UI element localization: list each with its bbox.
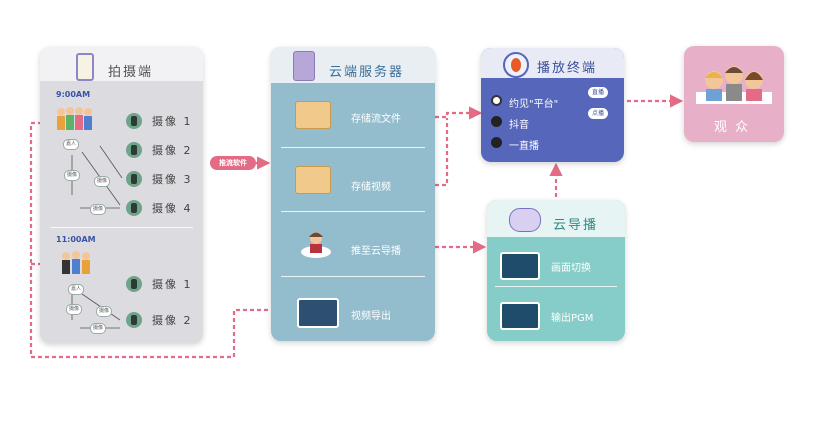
cloud-headset-icon bbox=[509, 208, 541, 232]
camera-icon bbox=[126, 200, 142, 216]
director-title: 云导播 bbox=[553, 218, 599, 233]
scene1-cam-tag-2: 摄像 bbox=[94, 176, 111, 187]
scene-divider bbox=[50, 227, 193, 228]
viewer-panel: 观 众 bbox=[684, 46, 784, 142]
scene1-camera-2: 摄像 2 bbox=[152, 144, 193, 157]
viewer-title: 观 众 bbox=[714, 120, 751, 135]
play-terminal-panel: 播放终端 bbox=[481, 48, 624, 162]
yizhibo-icon bbox=[491, 137, 502, 148]
server-icon bbox=[293, 51, 315, 81]
play-icon bbox=[503, 52, 529, 78]
cloud-title: 云端服务器 bbox=[329, 65, 405, 80]
scene2-cam-tag-2: 摄像 bbox=[96, 306, 113, 317]
scene1-guest-tag: 嘉人 bbox=[63, 139, 80, 150]
cloud-item-store-stream: 存储流文件 bbox=[351, 114, 401, 125]
capture-panel: 拍摄端 9:00AM 11:00AM bbox=[40, 47, 203, 343]
camera-icon bbox=[126, 312, 142, 328]
camera-icon bbox=[126, 171, 142, 187]
live-badge: 直播 bbox=[588, 87, 609, 98]
play-title: 播放终端 bbox=[537, 61, 598, 76]
capture-title: 拍摄端 bbox=[108, 65, 154, 80]
scene1-cam-tag-1: 摄像 bbox=[64, 170, 81, 181]
yuejian-icon bbox=[491, 95, 502, 106]
scene2-cam-tag-3: 摄像 bbox=[90, 323, 107, 334]
scene1-camera-4: 摄像 4 bbox=[152, 202, 193, 215]
director-item-pgm: 输出PGM bbox=[551, 313, 594, 324]
audience-icon bbox=[696, 58, 772, 104]
play-item-douyin: 抖音 bbox=[509, 120, 529, 131]
scene2-guest-tag: 嘉人 bbox=[68, 284, 85, 295]
vod-badge: 点播 bbox=[588, 108, 609, 119]
cloud-item-video-export: 视频导出 bbox=[351, 311, 391, 322]
capture-header bbox=[40, 47, 203, 81]
camera-icon bbox=[126, 276, 142, 292]
presenter-icon bbox=[300, 226, 332, 258]
scene2-camera-1: 摄像 1 bbox=[152, 278, 193, 291]
play-item-yuejian: 约见"平台" bbox=[509, 99, 559, 110]
scene1-cam-tag-3: 摄像 bbox=[90, 204, 107, 215]
phone-icon bbox=[76, 53, 94, 81]
cloud-server-panel: 云端服务器 bbox=[271, 47, 435, 341]
screen-switch-icon bbox=[500, 252, 540, 280]
play-item-yizhibo: 一直播 bbox=[509, 141, 539, 152]
people-group-icon bbox=[60, 250, 92, 282]
cloud-item-push-director: 推至云导播 bbox=[351, 246, 401, 257]
cloud-divider bbox=[281, 211, 425, 212]
scene1-camera-1: 摄像 1 bbox=[152, 115, 193, 128]
cloud-divider bbox=[281, 276, 425, 277]
scene2-time: 11:00AM bbox=[56, 235, 96, 244]
camera-icon bbox=[126, 142, 142, 158]
director-divider bbox=[495, 286, 617, 287]
scene2-cam-tag-1: 摄像 bbox=[66, 304, 83, 315]
scene2-camera-2: 摄像 2 bbox=[152, 314, 193, 327]
video-export-icon bbox=[297, 298, 339, 328]
director-item-switch: 画面切换 bbox=[551, 263, 591, 274]
scene1-time: 9:00AM bbox=[56, 90, 91, 99]
cloud-item-store-video: 存储视频 bbox=[351, 182, 391, 193]
cloud-divider bbox=[281, 147, 425, 148]
douyin-icon bbox=[491, 116, 502, 127]
scene1-camera-3: 摄像 3 bbox=[152, 173, 193, 186]
camera-icon bbox=[126, 113, 142, 129]
push-software-badge: 推流软件 bbox=[210, 156, 256, 170]
video-folder-icon bbox=[295, 166, 331, 194]
people-group-icon bbox=[55, 106, 95, 138]
output-pgm-icon bbox=[500, 302, 540, 330]
folder-icon bbox=[295, 101, 331, 129]
